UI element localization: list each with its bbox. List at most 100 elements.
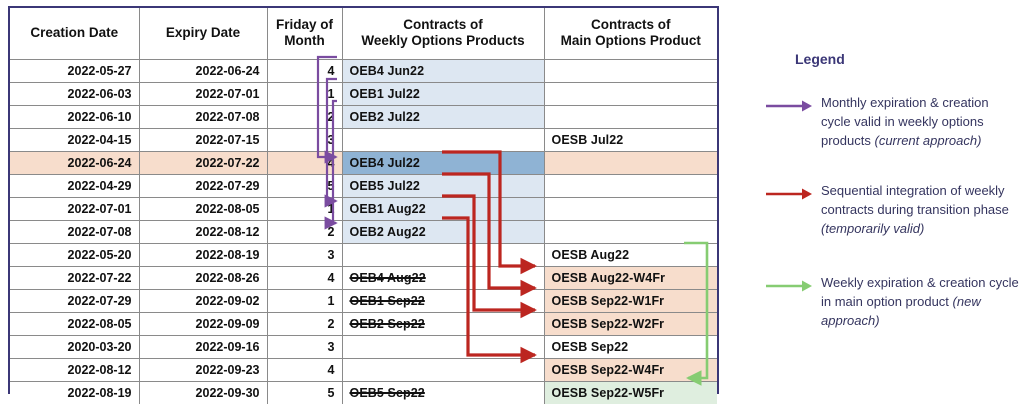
legend-item-label: Weekly expiration & creation cycle in ma… [821,274,1020,331]
legend-item-label: Monthly expiration & creation cycle vali… [821,94,1020,151]
cell-friday-of-month: 3 [267,129,342,152]
cell-expiry-date: 2022-06-24 [139,60,267,83]
cell-weekly-contract: OEB5 Jul22 [342,175,544,198]
cell-expiry-date: 2022-09-23 [139,359,267,382]
cell-weekly-contract [342,129,544,152]
cell-creation-date: 2022-06-03 [10,83,139,106]
cell-main-contract: OESB Sep22-W2Fr [544,313,717,336]
cell-expiry-date: 2022-07-29 [139,175,267,198]
cell-friday-of-month: 4 [267,267,342,290]
cell-weekly-contract: OEB4 Aug22 [342,267,544,290]
cell-expiry-date: 2022-09-16 [139,336,267,359]
cell-weekly-contract: OEB1 Aug22 [342,198,544,221]
cell-expiry-date: 2022-07-22 [139,152,267,175]
cell-weekly-contract: OEB4 Jun22 [342,60,544,83]
cell-main-contract [544,198,717,221]
cell-main-contract: OESB Aug22-W4Fr [544,267,717,290]
cell-friday-of-month: 4 [267,359,342,382]
cell-main-contract [544,152,717,175]
cell-main-contract [544,60,717,83]
cell-main-contract [544,83,717,106]
cell-weekly-contract: OEB4 Jul22 [342,152,544,175]
legend-item-monthly-cycle: Monthly expiration & creation cycle vali… [764,94,1020,151]
cell-creation-date: 2022-04-29 [10,175,139,198]
cell-friday-of-month: 1 [267,198,342,221]
cell-expiry-date: 2022-08-26 [139,267,267,290]
cell-creation-date: 2022-08-05 [10,313,139,336]
cell-weekly-contract [342,359,544,382]
legend: Legend Monthly expiration & creation cyc… [742,6,1020,394]
cell-friday-of-month: 4 [267,60,342,83]
cell-creation-date: 2022-08-12 [10,359,139,382]
cell-main-contract: OESB Sep22-W5Fr [544,382,717,404]
cell-expiry-date: 2022-08-05 [139,198,267,221]
cell-friday-of-month: 5 [267,382,342,404]
cell-expiry-date: 2022-08-19 [139,244,267,267]
legend-title: Legend [795,51,845,67]
cell-main-contract [544,175,717,198]
purple-arrow-icon [764,99,814,113]
cell-creation-date: 2022-07-01 [10,198,139,221]
cell-creation-date: 2022-06-24 [10,152,139,175]
cell-main-contract: OESB Sep22 [544,336,717,359]
cell-friday-of-month: 2 [267,313,342,336]
cell-creation-date: 2022-06-10 [10,106,139,129]
cell-creation-date: 2022-07-08 [10,221,139,244]
cell-creation-date: 2022-05-20 [10,244,139,267]
column-header-expiry-date: Expiry Date [139,8,267,60]
cell-weekly-contract [342,336,544,359]
cell-creation-date: 2022-05-27 [10,60,139,83]
cell-expiry-date: 2022-08-12 [139,221,267,244]
cell-friday-of-month: 2 [267,106,342,129]
cell-weekly-contract: OEB5 Sep22 [342,382,544,404]
cell-weekly-contract: OEB2 Jul22 [342,106,544,129]
cell-weekly-contract: OEB1 Jul22 [342,83,544,106]
cell-main-contract: OESB Sep22-W4Fr [544,359,717,382]
cell-main-contract: OESB Aug22 [544,244,717,267]
cell-main-contract: OESB Jul22 [544,129,717,152]
cell-main-contract: OESB Sep22-W1Fr [544,290,717,313]
legend-item-label: Sequential integration of weekly contrac… [821,182,1020,239]
cell-creation-date: 2020-03-20 [10,336,139,359]
cell-friday-of-month: 3 [267,336,342,359]
cell-friday-of-month: 2 [267,221,342,244]
cell-expiry-date: 2022-09-09 [139,313,267,336]
cell-weekly-contract: OEB2 Sep22 [342,313,544,336]
cell-weekly-contract: OEB1 Sep22 [342,290,544,313]
cell-friday-of-month: 1 [267,83,342,106]
cell-creation-date: 2022-04-15 [10,129,139,152]
legend-item-sequential-integration: Sequential integration of weekly contrac… [764,182,1020,239]
cell-expiry-date: 2022-07-01 [139,83,267,106]
cell-creation-date: 2022-08-19 [10,382,139,404]
red-arrow-icon [764,187,814,201]
cell-creation-date: 2022-07-22 [10,267,139,290]
cell-friday-of-month: 5 [267,175,342,198]
cell-friday-of-month: 3 [267,244,342,267]
legend-item-weekly-cycle: Weekly expiration & creation cycle in ma… [764,274,1020,331]
cell-expiry-date: 2022-09-02 [139,290,267,313]
green-arrow-icon [764,279,814,293]
cell-main-contract [544,221,717,244]
cell-friday-of-month: 4 [267,152,342,175]
cell-creation-date: 2022-07-29 [10,290,139,313]
